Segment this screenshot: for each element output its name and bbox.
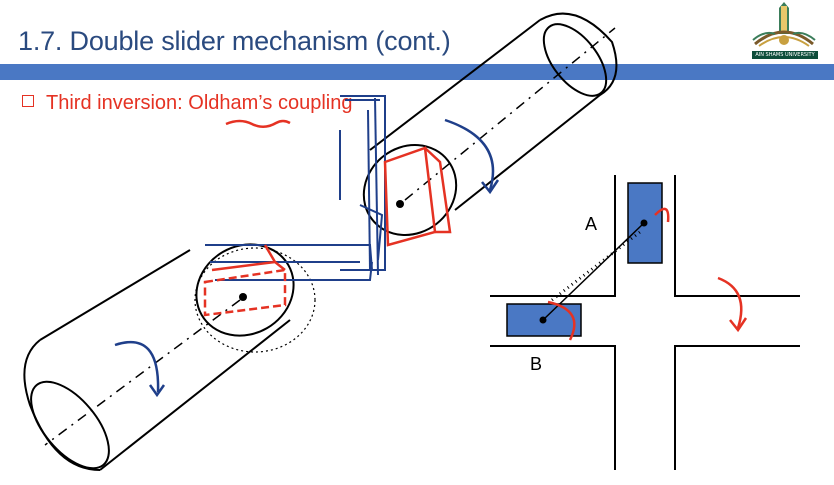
upper-shaft: [362, 12, 618, 236]
square-bullet-icon: [22, 95, 34, 107]
underline-annotation: [225, 119, 291, 128]
curved-arrow-icon: [547, 207, 748, 341]
bullet-item: Third inversion: Oldham’s coupling: [22, 92, 352, 115]
curved-arrow-icon: [114, 118, 500, 398]
coupling-disc: [205, 95, 386, 281]
label-b: B: [530, 354, 543, 374]
logo-caption: AIN SHAMS UNIVERSITY: [752, 51, 818, 59]
university-crest-icon: [752, 2, 816, 47]
lower-shaft: [23, 243, 316, 471]
shaft-centers: [239, 200, 404, 301]
slide-title: 1.7. Double slider mechanism (cont.): [18, 26, 451, 56]
connecting-link: [542, 222, 645, 321]
label-a: A: [585, 214, 598, 234]
double-slider-schematic: [490, 175, 800, 470]
title-band: [0, 64, 834, 80]
slider-blocks-red: [203, 146, 452, 317]
bullet-text: Third inversion: Oldham’s coupling: [46, 92, 353, 114]
